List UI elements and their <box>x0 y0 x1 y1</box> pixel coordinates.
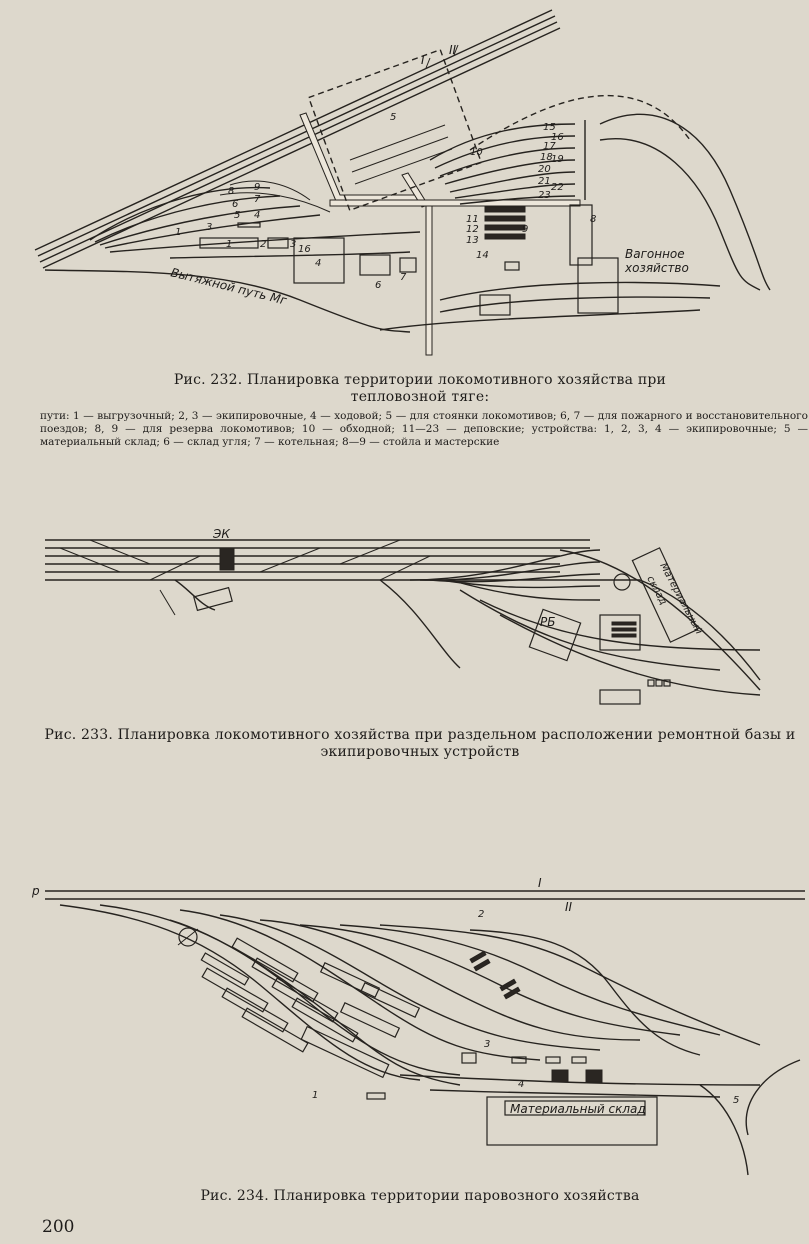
main-tracks <box>34 9 561 269</box>
station-p-label: р <box>31 884 40 898</box>
branch-left-2 <box>159 589 176 616</box>
equipment-device <box>219 547 235 571</box>
building-5-outline <box>307 48 483 212</box>
building-8 <box>569 204 593 266</box>
left-yard-tracks <box>89 180 421 259</box>
label-23: 23 <box>538 190 551 201</box>
main-track-label-1: I <box>421 53 425 67</box>
pull-track-label: Вытяжной путь Мг <box>169 265 289 308</box>
label-15: 15 <box>543 122 556 133</box>
main-tracks <box>45 539 640 581</box>
label-6: 6 <box>375 280 381 291</box>
yard-tracks <box>59 904 801 1176</box>
label-14: 14 <box>476 250 489 261</box>
material-store-building <box>486 1096 658 1146</box>
label-17: 17 <box>543 141 556 152</box>
figure-234-caption: Рис. 234. Планировка территории паровозн… <box>200 1188 640 1204</box>
label-21: 21 <box>538 176 551 187</box>
label-8: 8 <box>590 214 596 225</box>
workshop-blocks <box>469 950 603 1083</box>
fig232-track-labels-left: 8 9 6 7 5 4 3 <box>206 182 261 233</box>
label-7: 7 <box>400 272 407 283</box>
building-4 <box>293 237 345 284</box>
label-5: 5 <box>390 112 396 123</box>
label-2: 2 <box>260 239 266 250</box>
figure-234-diagram: р I II <box>0 875 809 1185</box>
label-10: 10 <box>470 147 483 158</box>
label-4: 4 <box>315 258 321 269</box>
label-12: 12 <box>466 224 479 235</box>
label-22: 22 <box>551 182 564 193</box>
svg-text:9: 9 <box>254 182 260 193</box>
svg-text:1: 1 <box>312 1090 318 1101</box>
label-13: 13 <box>466 235 479 246</box>
fig232-small-buildings <box>237 222 520 316</box>
label-20: 20 <box>538 164 551 175</box>
svg-text:3: 3 <box>206 222 212 233</box>
label-18: 18 <box>540 152 553 163</box>
main-track-label-2: II <box>565 900 573 914</box>
building-5-tracks <box>349 124 453 185</box>
material-store-sign <box>504 1100 646 1116</box>
roads <box>299 112 581 356</box>
small-building <box>599 689 641 705</box>
fig234-number-labels: 1 2 3 4 5 <box>312 909 739 1106</box>
small-squares <box>647 679 671 687</box>
wagon-depot-building <box>577 257 619 314</box>
repair-building <box>528 608 582 662</box>
svg-text:2: 2 <box>478 909 484 920</box>
label-1: 1 <box>226 239 232 250</box>
svg-text:3: 3 <box>484 1039 490 1050</box>
building-2 <box>267 237 289 249</box>
depot-stalls <box>484 206 526 240</box>
svg-text:7: 7 <box>254 194 261 205</box>
figure-232-caption: Рис. 232. Планировка территории локомоти… <box>173 372 667 405</box>
label-3: 3 <box>290 239 296 250</box>
equipment-building <box>193 586 233 612</box>
turntable-bridge <box>177 928 199 946</box>
label-track-1: 1 <box>175 227 181 238</box>
main-track-label-2: II <box>449 43 457 57</box>
water-tank <box>613 573 631 591</box>
wagon-depot-label-2: хозяйство <box>624 261 689 275</box>
label-16b: 16 <box>298 244 311 255</box>
repair-base-fan <box>379 549 761 696</box>
label-9: 9 <box>522 224 528 235</box>
repair-base-label: РБ <box>540 615 555 629</box>
label-16: 16 <box>551 132 564 143</box>
branch-left <box>174 579 216 611</box>
depot-tracks <box>379 95 771 331</box>
svg-text:5: 5 <box>234 210 240 221</box>
building-6 <box>359 254 391 276</box>
svg-text:4: 4 <box>518 1079 524 1090</box>
main-tracks <box>45 890 805 900</box>
label-19: 19 <box>551 154 564 165</box>
building-1 <box>199 237 259 249</box>
main-track-label-1: I <box>538 876 542 890</box>
figure-233-caption: Рис. 233. Планировка локомотивного хозяй… <box>44 727 796 760</box>
svg-text:6: 6 <box>232 199 238 210</box>
svg-text:4: 4 <box>254 210 260 221</box>
stall-buildings <box>200 937 421 1079</box>
figure-232-legend: пути: 1 — выгрузочный; 2, 3 — экипировоч… <box>40 410 808 448</box>
misc-buildings <box>366 1052 587 1100</box>
svg-text:8: 8 <box>228 186 234 197</box>
svg-text:5: 5 <box>733 1095 739 1106</box>
page-number: 200 <box>42 1217 75 1237</box>
equipment-label: ЭК <box>212 527 230 541</box>
wagon-depot-label-1: Вагонное <box>625 247 685 261</box>
workshop-building <box>599 614 641 651</box>
building-7 <box>399 257 417 273</box>
turntable <box>178 927 198 947</box>
figure-233-diagram: ЭК РБ <box>0 520 809 720</box>
label-11: 11 <box>466 214 479 225</box>
material-store-label: Материальный склад <box>510 1102 646 1116</box>
workshop-stalls <box>611 621 637 638</box>
material-store-building <box>631 547 699 643</box>
figure-232-diagram: I II Вытяжной путь Мг <box>0 0 809 370</box>
crossovers <box>59 539 431 581</box>
